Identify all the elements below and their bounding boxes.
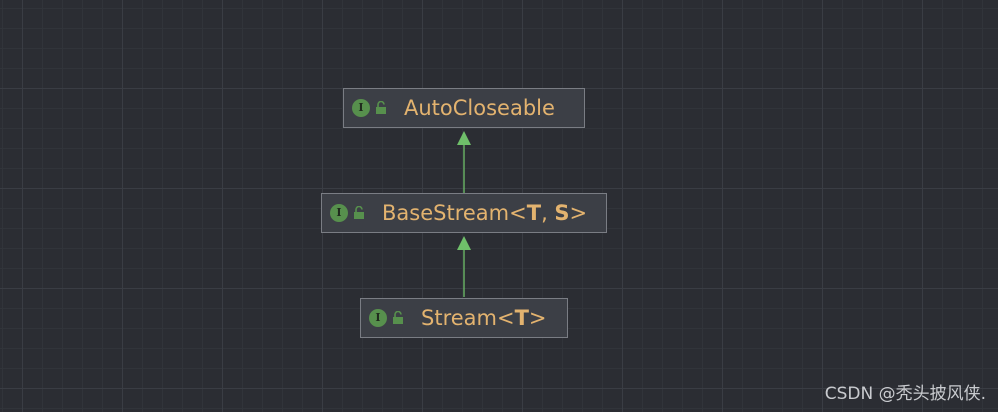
node-label: BaseStream<T, S> — [382, 201, 587, 225]
watermark: CSDN @秃头披风侠. — [824, 384, 986, 404]
node-label: Stream<T> — [421, 306, 547, 330]
generic-open: < — [496, 306, 515, 330]
generic-close: > — [528, 306, 547, 330]
unlocked-icon — [354, 206, 364, 219]
type-param: S — [554, 201, 570, 225]
interface-icon: I — [330, 204, 348, 222]
edge-basestream-to-autocloseable — [457, 131, 471, 193]
unlocked-icon — [376, 101, 386, 114]
generic-open: < — [509, 201, 527, 225]
param-separator: , — [541, 201, 555, 225]
type-param: T — [514, 306, 529, 330]
type-param: T — [526, 201, 542, 225]
edge-stream-to-basestream — [457, 236, 471, 297]
class-name: AutoCloseable — [404, 96, 555, 120]
node-label: AutoCloseable — [404, 96, 555, 120]
node-stream[interactable]: I Stream<T> — [360, 298, 568, 338]
generic-close: > — [569, 201, 588, 225]
node-basestream[interactable]: I BaseStream<T, S> — [321, 193, 607, 233]
interface-icon: I — [352, 99, 370, 117]
class-name: BaseStream — [382, 201, 510, 225]
unlocked-icon — [393, 311, 403, 324]
interface-icon: I — [369, 309, 387, 327]
node-autocloseable[interactable]: I AutoCloseable — [343, 88, 585, 128]
class-name: Stream — [421, 306, 497, 330]
